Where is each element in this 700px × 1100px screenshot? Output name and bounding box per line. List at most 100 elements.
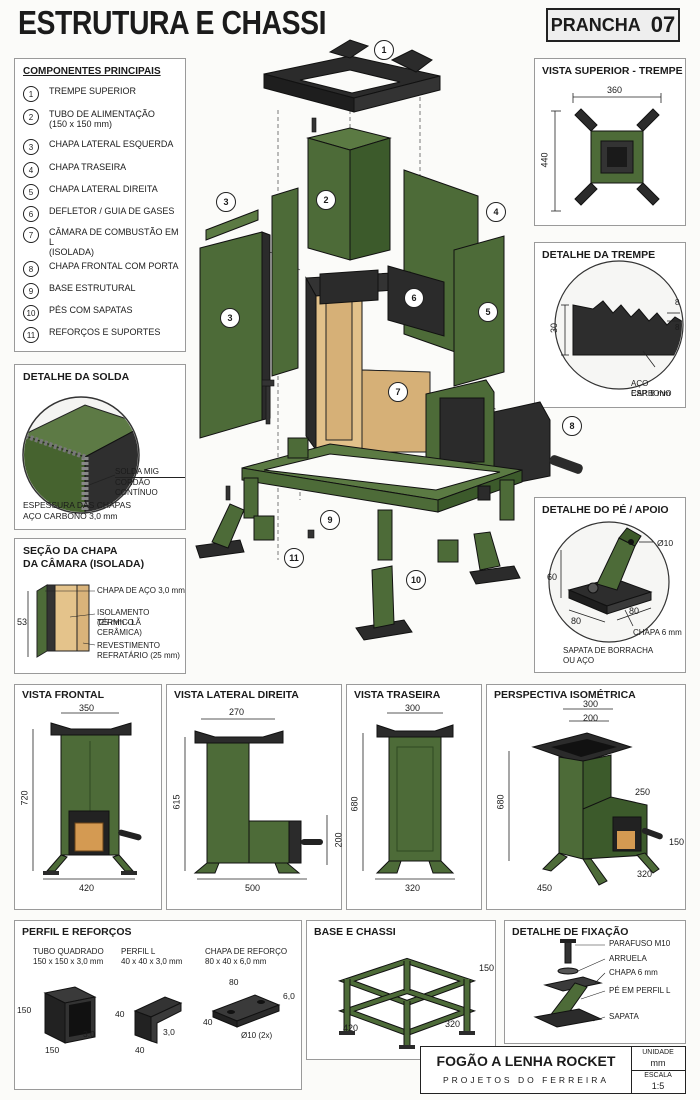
base-w1: 420 xyxy=(343,1023,359,1033)
section-label-refr: REVESTIMENTO xyxy=(97,641,160,650)
plate-w: 80 xyxy=(229,977,239,987)
fix-label-foot: PÉ EM PERFIL L xyxy=(609,986,671,995)
component-label: CHAPA LATERAL DIREITA xyxy=(49,184,158,194)
profiles-title: PERFIL E REFORÇOS xyxy=(22,926,132,938)
section-dim: 53 xyxy=(17,617,28,627)
callout-3-top: 3 xyxy=(216,192,236,212)
side-height-dim: 615 xyxy=(171,794,182,810)
component-item: 5 CHAPA LATERAL DIREITA xyxy=(23,184,158,200)
component-number: 5 xyxy=(23,184,39,200)
component-item: 2 TUBO DE ALIMENTAÇÃO(150 x 150 mm) xyxy=(23,109,155,129)
back-view-drawing xyxy=(362,712,455,880)
callout-8: 8 xyxy=(562,416,582,436)
back-bottom-dim: 320 xyxy=(405,883,421,893)
base-frame-part xyxy=(241,443,523,561)
back-top-dim: 300 xyxy=(405,703,421,713)
back-view-title: VISTA TRASEIRA xyxy=(354,689,441,701)
component-label: CÂMARA DE COMBUSTÃO EM L xyxy=(49,227,179,247)
weld-title: DETALHE DA SOLDA xyxy=(23,371,130,383)
iso-view-drawing xyxy=(508,708,663,886)
section-panel: SEÇÃO DA CHAPA DA CÂMARA (ISOLADA) 53 CH… xyxy=(14,538,186,674)
section-title-1: SEÇÃO DA CHAPA xyxy=(23,545,118,557)
components-title: COMPONENTES PRINCIPAIS xyxy=(23,66,161,77)
component-label: CHAPA LATERAL ESQUERDA xyxy=(49,139,174,149)
unit-label: UNIDADE xyxy=(642,1049,674,1056)
tube-t: 3,0 xyxy=(83,1029,95,1039)
base-panel: BASE E CHASSI 150 420 320 xyxy=(306,920,496,1060)
component-label: TUBO DE ALIMENTAÇÃO xyxy=(49,109,155,119)
angle-t: 3,0 xyxy=(163,1027,175,1037)
component-number: 9 xyxy=(23,283,39,299)
plate-label-2: 80 x 40 x 6,0 mm xyxy=(205,957,267,966)
titleblock-sub: PROJETOS DO FERREIRA xyxy=(442,1075,610,1085)
section-illustration xyxy=(27,584,96,658)
side-h2-dim: 200 xyxy=(333,832,344,848)
section-title-2: DA CÂMARA (ISOLADA) xyxy=(23,558,145,570)
fix-label-plate: CHAPA 6 mm xyxy=(609,968,658,977)
weld-label-1: SOLDA MIG xyxy=(115,467,160,476)
component-number: 2 xyxy=(23,109,39,125)
profiles-panel: PERFIL E REFORÇOS TUBO QUADRADO 150 x 15… xyxy=(14,920,302,1090)
trempe-detail-panel: DETALHE DA TREMPE 30 8 8 AÇO CARBONO ESP… xyxy=(534,242,686,408)
feet-part xyxy=(195,503,521,641)
weld-thickness-2: AÇO CARBONO 3,0 mm xyxy=(23,511,118,521)
base-h: 150 xyxy=(479,963,495,973)
callout-5: 5 xyxy=(478,302,498,322)
component-label: DEFLETOR / GUIA DE GASES xyxy=(49,206,175,216)
foot-w1: 80 xyxy=(571,616,582,626)
component-number: 4 xyxy=(23,162,39,178)
front-view-drawing xyxy=(32,712,142,880)
section-label-insul-sub: (25 mm - LÃ CERÂMICA) xyxy=(97,618,142,637)
iso-view-title: PERSPECTIVA ISOMÉTRICA xyxy=(494,689,636,701)
side-view-panel: VISTA LATERAL DIREITA 270 615 200 500 xyxy=(166,684,344,910)
angle-h: 40 xyxy=(115,1009,125,1019)
front-height-dim: 720 xyxy=(19,790,30,806)
component-item: 6 DEFLETOR / GUIA DE GASES xyxy=(23,206,174,222)
base-w2: 320 xyxy=(445,1019,461,1029)
front-view-title: VISTA FRONTAL xyxy=(22,689,105,701)
iso-height-dim: 680 xyxy=(495,794,506,810)
tube-label-1: TUBO QUADRADO xyxy=(33,947,104,956)
iso-top2-dim: 200 xyxy=(583,713,599,723)
fix-label-bolt: PARAFUSO M10 xyxy=(609,939,671,948)
trempe-note-1: AÇO CARBONO xyxy=(631,379,672,398)
component-number: 6 xyxy=(23,206,39,222)
foot-detail-panel: DETALHE DO PÉ / APOIO Ø10 60 80 80 CHAPA… xyxy=(534,497,686,673)
front-top-dim: 350 xyxy=(79,703,95,713)
tube-label-2: 150 x 150 x 3,0 mm xyxy=(33,957,104,966)
trempe-t2: 8 xyxy=(675,323,680,332)
scale-value: 1:5 xyxy=(651,1081,665,1091)
component-label: TREMPE SUPERIOR xyxy=(49,86,137,96)
scale-label: ESCALA xyxy=(644,1072,672,1079)
tube-h: 150 xyxy=(17,1005,32,1015)
iso-d1-dim: 250 xyxy=(635,787,651,797)
component-sub: (150 x 150 mm) xyxy=(49,119,113,129)
component-number: 1 xyxy=(23,86,39,102)
top-view-title: VISTA SUPERIOR - TREMPE xyxy=(542,65,683,77)
profiles-drawing xyxy=(43,986,281,1044)
foot-note-2: OU AÇO xyxy=(563,656,595,665)
plate-badge: PRANCHA 07 xyxy=(546,8,680,42)
plate-label-1: CHAPA DE REFORÇO xyxy=(205,947,288,956)
foot-detail-title: DETALHE DO PÉ / APOIO xyxy=(542,504,669,516)
angle-w: 40 xyxy=(135,1045,145,1055)
iso-b1-dim: 450 xyxy=(537,883,553,893)
foot-height: 60 xyxy=(547,572,558,582)
unit-value: mm xyxy=(650,1058,666,1068)
callout-4: 4 xyxy=(486,202,506,222)
component-label: CHAPA FRONTAL COM PORTA xyxy=(49,261,179,271)
side-view-drawing xyxy=(184,718,328,880)
plate-h: 40 xyxy=(203,1017,213,1027)
component-item: 1 TREMPE SUPERIOR xyxy=(23,86,136,102)
weld-thickness-1: ESPESSURA DAS CHAPAS xyxy=(23,500,132,510)
plate-number: 07 xyxy=(650,12,676,37)
top-view-panel: VISTA SUPERIOR - TREMPE 360 440 xyxy=(534,58,686,226)
fix-title: DETALHE DE FIXAÇÃO xyxy=(512,926,629,938)
component-number: 8 xyxy=(23,261,39,277)
fix-drawing xyxy=(533,939,606,1028)
